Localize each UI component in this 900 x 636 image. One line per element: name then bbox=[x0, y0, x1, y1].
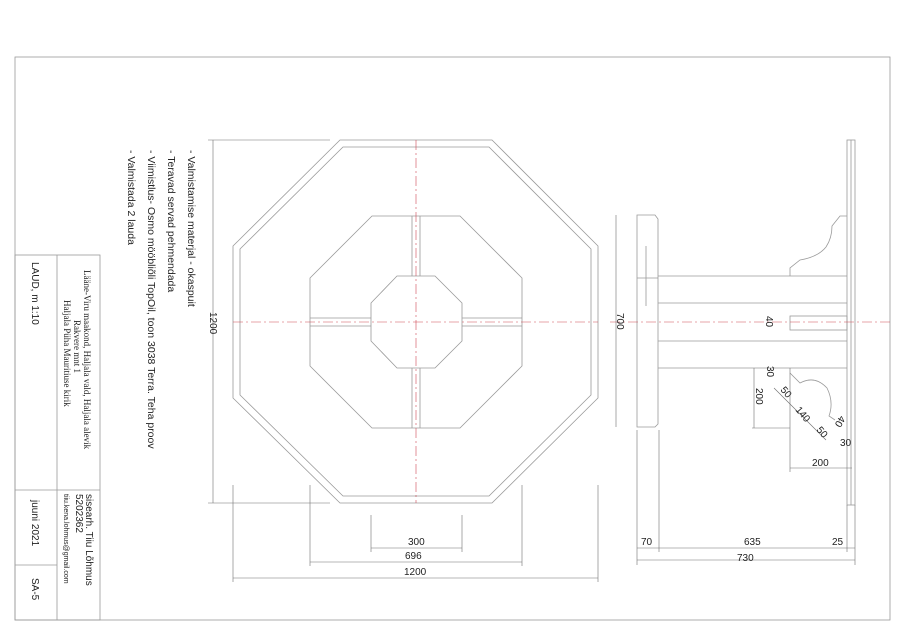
dim-40: 40 bbox=[832, 414, 847, 430]
dim-height: 700 bbox=[614, 313, 625, 330]
dim-depth: 1200 bbox=[207, 312, 218, 335]
plan-view: 1200 300 696 1200 bbox=[207, 139, 599, 582]
title-block: LAUD, m 1:10 Lääne-Viru maakond, Haljala… bbox=[14, 254, 101, 621]
dim-inner: 696 bbox=[405, 551, 422, 562]
notes: - Valmistamise materjal - okaspuit - Ter… bbox=[125, 150, 197, 449]
date: juuni 2021 bbox=[29, 499, 40, 547]
dim-top: 25 bbox=[832, 537, 844, 548]
dim-50: 50 bbox=[778, 385, 794, 401]
dim-total: 730 bbox=[737, 553, 754, 564]
dim-30: 30 bbox=[840, 438, 852, 449]
dim-center: 300 bbox=[408, 537, 425, 548]
dim-bracket-width: 200 bbox=[812, 458, 829, 469]
drawing-title: LAUD, m 1:10 bbox=[29, 262, 40, 325]
dim-140: 140 bbox=[793, 405, 812, 425]
note: - Viimistlus- Osmo mööbliõli TopOil, too… bbox=[145, 150, 157, 449]
dim-width: 1200 bbox=[404, 567, 427, 578]
dim-50: 50 bbox=[814, 425, 830, 441]
address-line: Lääne-Viru maakond, Haljala vald, Haljal… bbox=[82, 270, 92, 450]
dim-slot: 40 bbox=[763, 316, 774, 328]
side-view: 700 70 635 25 730 40 200 30 50 140 50 40… bbox=[610, 139, 890, 565]
phone: 5202362 bbox=[73, 494, 84, 533]
dim-bracket-height: 200 bbox=[753, 388, 764, 405]
note: - Valmistamise materjal - okaspuit bbox=[185, 150, 197, 307]
dim-leg: 70 bbox=[641, 537, 653, 548]
note: - Teravad servad pehmendada bbox=[165, 150, 177, 292]
note: - Valmistada 2 lauda bbox=[125, 150, 137, 245]
email: tiiu.kena.lohmus@gmail.com bbox=[62, 494, 69, 584]
author: sisearh. Tiiu Lõhmus bbox=[83, 494, 94, 586]
sheet-number: SA-5 bbox=[29, 578, 40, 601]
address-line: Haljala Püha Mauritiuse kirik bbox=[62, 300, 72, 407]
dim-span: 635 bbox=[744, 537, 761, 548]
address-line: Rakvere mnt 1 bbox=[72, 320, 82, 373]
dim-30: 30 bbox=[764, 366, 775, 378]
